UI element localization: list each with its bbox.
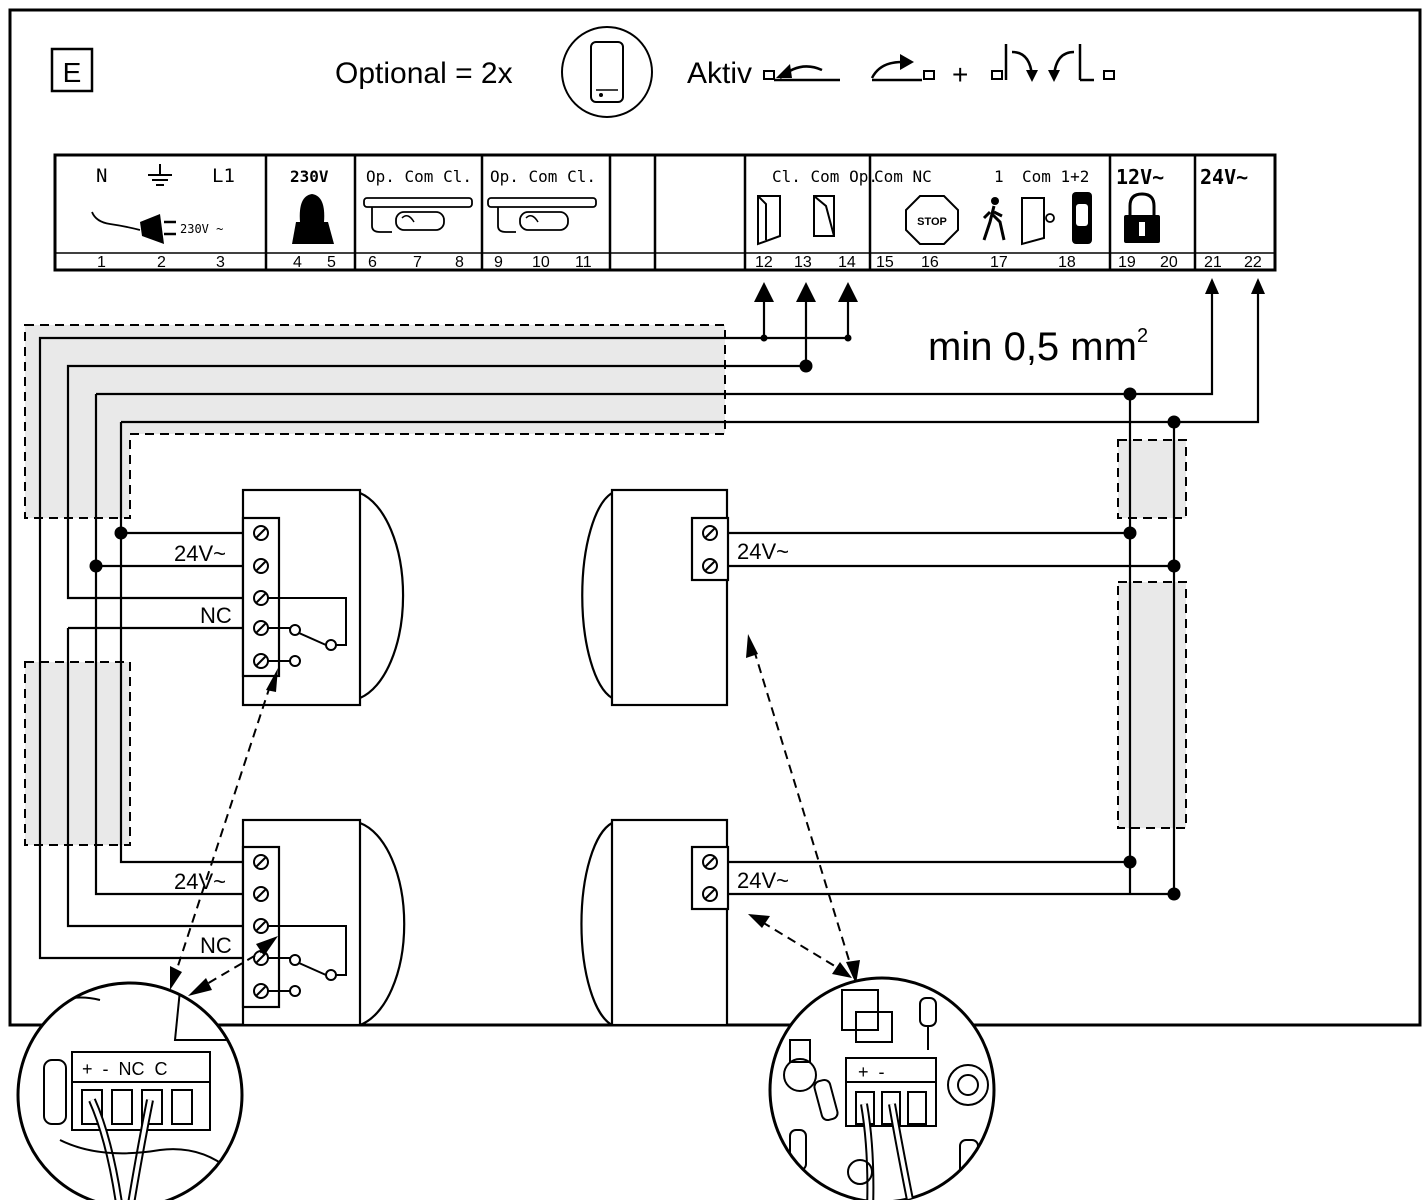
relay-contact-bottom-receiver	[268, 925, 347, 997]
terminal-number-17: 17	[990, 254, 1008, 271]
arrow-terminal-22	[1251, 278, 1265, 294]
terminal-label-n: N	[96, 165, 107, 187]
cable-size-note: min 0,5 mm2	[928, 325, 1148, 369]
terminal-number-9: 9	[494, 254, 503, 271]
terminal-arrows	[754, 278, 1265, 302]
safety-com-label: Com 1+2	[1022, 167, 1089, 186]
terminal-group-limit-switches: Cl. Com Op. 12 13 14	[755, 167, 878, 271]
gate-leaf-opening-icon	[763, 64, 840, 82]
terminal-number-20: 20	[1160, 254, 1178, 271]
top-transmitter-24v-label: 24V~	[737, 539, 789, 564]
pedestrian-icon	[982, 197, 1006, 241]
terminal-number-11: 11	[575, 254, 592, 271]
bottom-receiver-24v-label: 24V~	[174, 869, 226, 894]
arrow-terminal-12	[754, 282, 774, 302]
relay-contact-top-receiver	[268, 597, 347, 667]
arrow-terminal-13	[796, 282, 816, 302]
door-open-icon	[813, 195, 835, 237]
photocell-transmitter-bottom: 24V~	[580, 818, 789, 1027]
optional-text: Optional = 2x	[335, 57, 513, 90]
photocell-icon	[1072, 192, 1092, 244]
door-contact-icon	[1021, 197, 1055, 246]
photocell-transmitter-top: 24V~	[581, 488, 789, 707]
terminal-group-motor-2: Op. Com Cl. 9 10 11	[487, 167, 597, 271]
terminal-number-1: 1	[97, 254, 106, 271]
terminal-number-16: 16	[921, 254, 939, 271]
bottom-receiver-nc-label: NC	[200, 933, 232, 958]
gate-motor-1-icon	[363, 197, 473, 233]
safety-input-1-label: 1	[994, 167, 1004, 186]
warning-lamp-icon	[292, 194, 334, 244]
terminal-group-motor-1: Op. Com Cl. 6 7 8	[363, 167, 473, 271]
terminal-group-safety: Com NC 1 Com 1+2 STOP 15 16 17 18	[874, 167, 1092, 271]
bottom-transmitter-24v-label: 24V~	[737, 868, 789, 893]
arrow-terminal-14	[838, 282, 858, 302]
terminal-number-4: 4	[293, 254, 302, 271]
terminal-block: N L1 230V ~ 1 2 3 230V	[53, 153, 1277, 272]
safety-com-nc-label: Com NC	[874, 167, 932, 186]
terminal-number-18: 18	[1058, 254, 1076, 271]
lamp-voltage-label: 230V	[290, 167, 329, 186]
cable-size-text: min 0,5 mm	[928, 325, 1137, 369]
earth-symbol-icon	[148, 164, 172, 186]
mains-voltage-label: 230V ~	[180, 222, 223, 236]
header: E Optional = 2x Aktiv +	[50, 26, 1115, 118]
terminal-number-6: 6	[368, 254, 377, 271]
terminal-label-l1: L1	[212, 165, 235, 187]
terminal-number-5: 5	[327, 254, 336, 271]
junction-dots	[89, 334, 1181, 901]
terminal-number-8: 8	[455, 254, 464, 271]
padlock-icon	[1124, 192, 1160, 243]
terminal-number-12: 12	[755, 254, 773, 271]
gate-leaf-closing-icon	[870, 54, 935, 82]
door-close-icon	[757, 195, 781, 246]
output-24v-label: 24V~	[1200, 165, 1248, 189]
mains-plug-icon	[91, 211, 176, 244]
screw-terminals-top-receiver	[253, 525, 269, 669]
photocell-receiver-top: 24V~ NC	[174, 488, 405, 707]
terminal-group-mains: N L1 230V ~ 1 2 3	[91, 164, 235, 271]
arrow-terminal-21	[1205, 278, 1219, 294]
terminal-number-21: 21	[1204, 254, 1222, 271]
terminal-group-lamp: 230V 4 5	[290, 167, 336, 271]
detail-right-transmitter-pcb: + -	[768, 976, 996, 1200]
limit-switch-label: Cl. Com Op.	[772, 167, 878, 186]
gate-motor-2-icon	[487, 197, 597, 233]
photocell-receiver-bottom: 24V~ NC	[174, 818, 406, 1027]
terminal-number-10: 10	[532, 254, 550, 271]
terminal-number-19: 19	[1118, 254, 1136, 271]
motor-1-label: Op. Com Cl.	[366, 167, 472, 186]
plus-text: +	[952, 59, 968, 90]
terminal-group-24v: 24V~ 21 22	[1200, 165, 1262, 271]
terminal-group-12v: 12V~ 19 20	[1116, 165, 1178, 271]
detail-left-receiver-pcb: + - NC C	[16, 981, 244, 1200]
terminal-number-7: 7	[413, 254, 422, 271]
aktiv-text: Aktiv	[687, 57, 752, 90]
terminal-number-3: 3	[216, 254, 225, 271]
panel-letter-box	[50, 47, 94, 93]
output-12v-label: 12V~	[1116, 165, 1164, 189]
terminal-number-22: 22	[1244, 254, 1262, 271]
double-gate-icon	[991, 44, 1115, 82]
remote-control-icon	[561, 26, 653, 118]
detail-left-terminal-label: + - NC C	[82, 1059, 168, 1079]
terminal-number-2: 2	[157, 254, 166, 271]
terminal-number-13: 13	[794, 254, 812, 271]
top-receiver-24v-label: 24V~	[174, 541, 226, 566]
panel-letter: E	[63, 57, 82, 88]
cable-size-superscript: 2	[1137, 325, 1148, 347]
wires	[38, 290, 1260, 960]
stop-sign-text: STOP	[917, 216, 947, 228]
top-receiver-nc-label: NC	[200, 603, 232, 628]
terminal-number-14: 14	[838, 254, 856, 271]
detail-pointer-arrows	[170, 634, 860, 996]
detail-right-terminal-label: + -	[858, 1062, 885, 1082]
stop-sign-icon	[905, 195, 959, 245]
terminal-number-15: 15	[876, 254, 894, 271]
motor-2-label: Op. Com Cl.	[490, 167, 596, 186]
